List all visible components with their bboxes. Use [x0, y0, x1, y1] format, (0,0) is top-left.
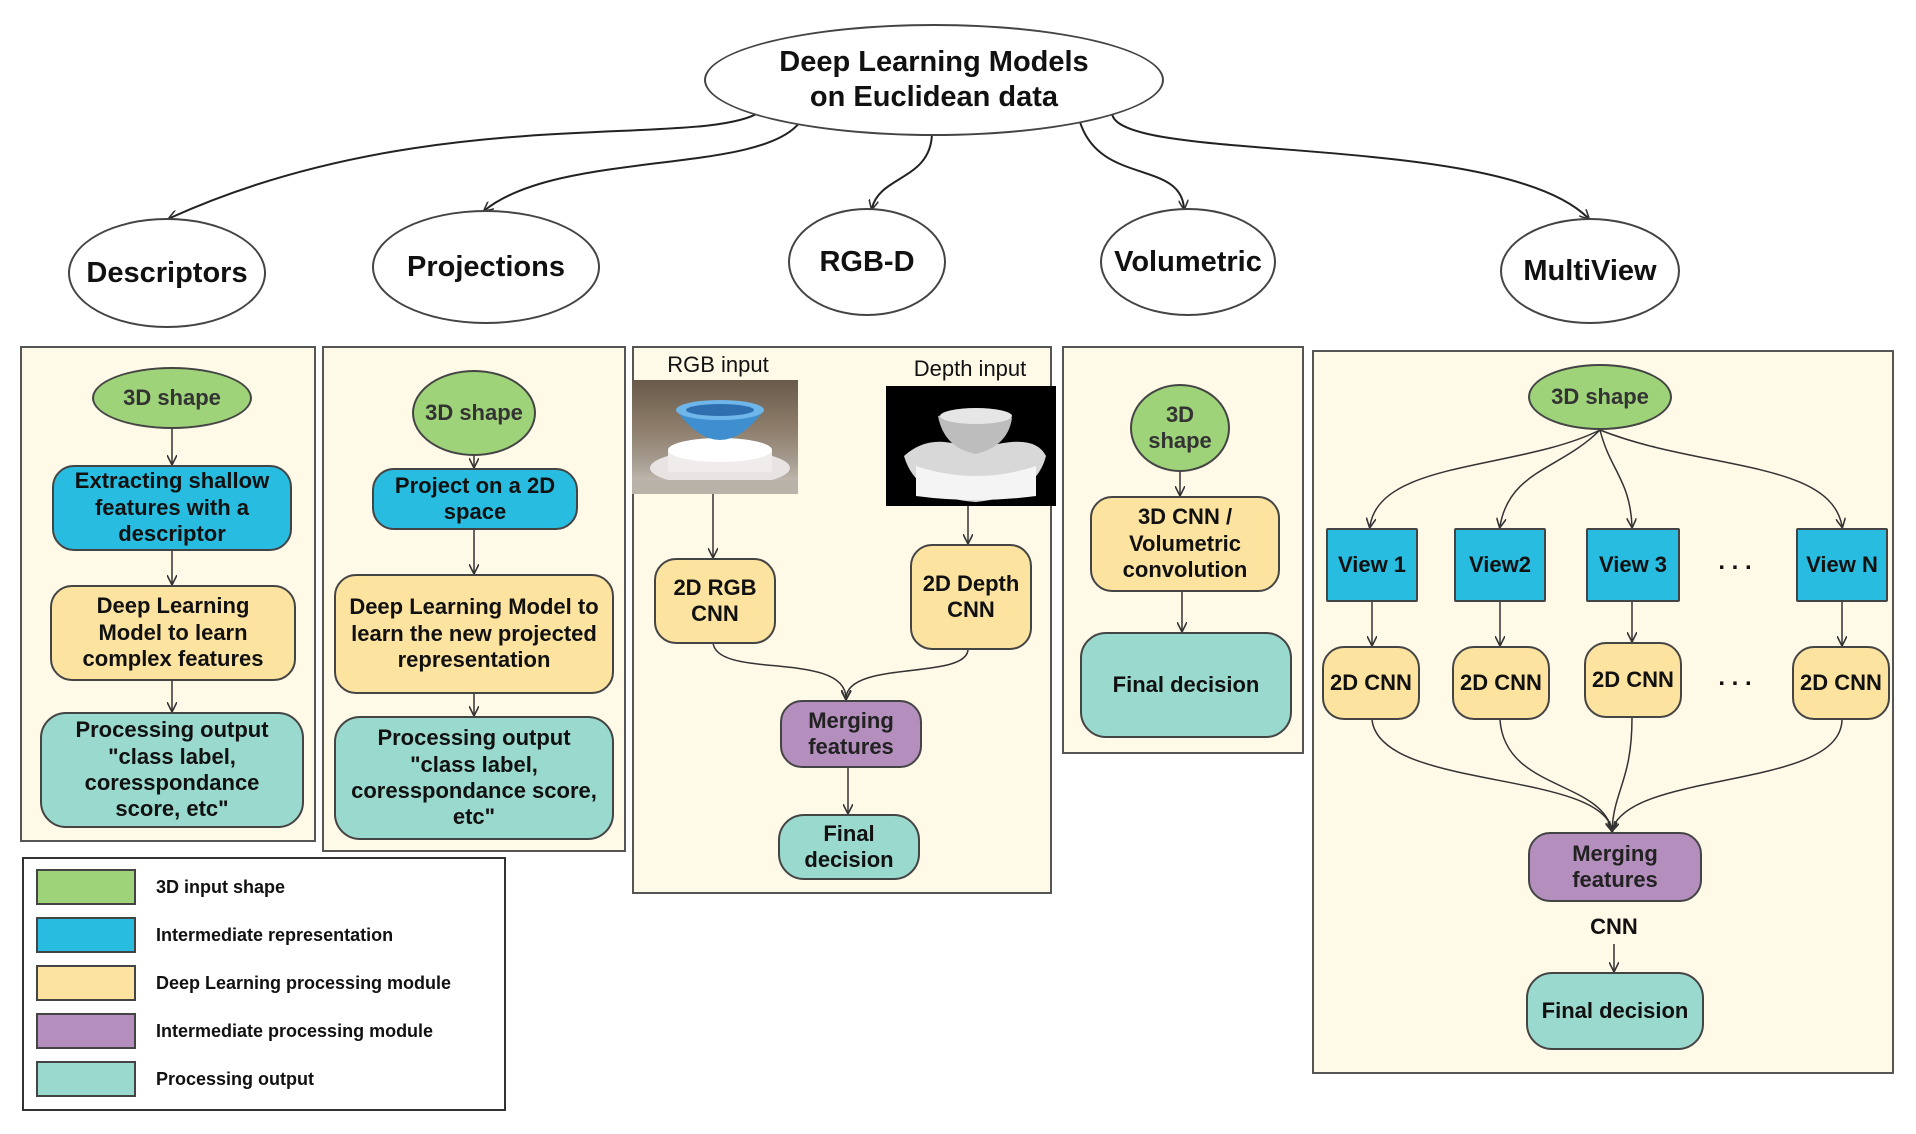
- mv-cnn-label: CNN: [1590, 914, 1638, 939]
- proj-3d-shape: 3D shape: [412, 370, 536, 456]
- desc-output: Processing output "class label, coresspo…: [40, 712, 304, 828]
- edge-mv-shape-v3: [1599, 429, 1632, 526]
- mv-cnn-1: 2D CNN: [1322, 646, 1420, 720]
- desc-extract: Extracting shallow features with a descr…: [52, 465, 292, 551]
- legend-swatch: [36, 869, 136, 905]
- rgb-input-label: RGB input: [667, 352, 769, 377]
- desc-3d-shape: 3D shape: [92, 367, 252, 429]
- mv-view-1: View 1: [1326, 528, 1418, 602]
- legend-item-intermediate-proc: Intermediate processing module: [36, 1013, 433, 1049]
- category-descriptors: Descriptors: [68, 218, 266, 328]
- edge-mv-c3-merge: [1612, 717, 1633, 830]
- edge-root-volumetric: [1079, 121, 1184, 208]
- edge-mv-c2-merge: [1499, 719, 1612, 830]
- legend-item-output: Processing output: [36, 1061, 314, 1097]
- legend: 3D input shape Intermediate representati…: [22, 857, 506, 1111]
- mv-view-dots: . . .: [1718, 548, 1752, 575]
- mv-cnn-dots: . . .: [1718, 664, 1752, 691]
- legend-label: 3D input shape: [156, 876, 286, 897]
- rgbd-final: Final decision: [778, 814, 920, 880]
- edge-root-rgbd: [872, 131, 933, 208]
- edge-depth-merge: [846, 649, 969, 698]
- category-projections: Projections: [372, 210, 600, 324]
- proj-project-2d: Project on a 2D space: [372, 468, 578, 530]
- legend-item-intermediate-rep: Intermediate representation: [36, 917, 393, 953]
- depth-photo: [904, 408, 1046, 502]
- edge-root-multiview: [1110, 111, 1588, 218]
- legend-swatch: [36, 1061, 136, 1097]
- proj-output: Processing output "class label, coresspo…: [334, 716, 614, 840]
- edge-mv-shape-v1: [1370, 429, 1601, 526]
- rgbd-merge: Merging features: [780, 700, 922, 768]
- mv-3d-shape: 3D shape: [1528, 364, 1672, 430]
- depth-cnn: 2D Depth CNN: [910, 544, 1032, 650]
- legend-label: Deep Learning processing module: [156, 972, 452, 993]
- legend-swatch: [36, 965, 136, 1001]
- edge-rgb-merge: [712, 641, 846, 698]
- category-volumetric: Volumetric: [1100, 208, 1276, 316]
- edge-root-projections: [485, 121, 801, 210]
- vol-3d-shape: 3D shape: [1130, 384, 1230, 472]
- root-node: Deep Learning Models on Euclidean data: [704, 24, 1164, 136]
- edge-mv-cn-merge: [1612, 719, 1843, 830]
- proj-deep-model: Deep Learning Model to learn the new pro…: [334, 574, 614, 694]
- edge-root-descriptors: [170, 111, 761, 218]
- category-rgbd: RGB-D: [788, 208, 946, 316]
- vol-final: Final decision: [1080, 632, 1292, 738]
- mv-view-n: View N: [1796, 528, 1888, 602]
- legend-swatch: [36, 917, 136, 953]
- mv-view-2: View2: [1454, 528, 1546, 602]
- legend-item-3d-input: 3D input shape: [36, 869, 285, 905]
- desc-deep-model: Deep Learning Model to learn complex fea…: [50, 585, 296, 681]
- rgb-input-image: [632, 380, 798, 494]
- mv-cnn-n: 2D CNN: [1792, 646, 1890, 720]
- mv-view-3: View 3: [1586, 528, 1680, 602]
- edge-mv-c1-merge: [1371, 719, 1612, 830]
- category-multiview: MultiView: [1500, 218, 1680, 324]
- mv-cnn-3: 2D CNN: [1584, 642, 1682, 718]
- depth-input-image: [886, 386, 1056, 506]
- edge-mv-shape-vn: [1599, 429, 1842, 526]
- mv-merge: Merging features: [1528, 832, 1702, 902]
- bowl-photo: [632, 400, 798, 494]
- legend-item-dl-module: Deep Learning processing module: [36, 965, 451, 1001]
- vol-3d-cnn: 3D CNN / Volumetric convolution: [1090, 496, 1280, 592]
- edge-mv-shape-v2: [1500, 429, 1601, 526]
- legend-swatch: [36, 1013, 136, 1049]
- rgb-cnn: 2D RGB CNN: [654, 558, 776, 644]
- depth-input-label: Depth input: [913, 356, 1027, 381]
- mv-cnn-2: 2D CNN: [1452, 646, 1550, 720]
- mv-final: Final decision: [1526, 972, 1704, 1050]
- legend-label: Intermediate processing module: [156, 1020, 434, 1041]
- legend-label: Intermediate representation: [156, 924, 394, 945]
- legend-label: Processing output: [156, 1068, 315, 1089]
